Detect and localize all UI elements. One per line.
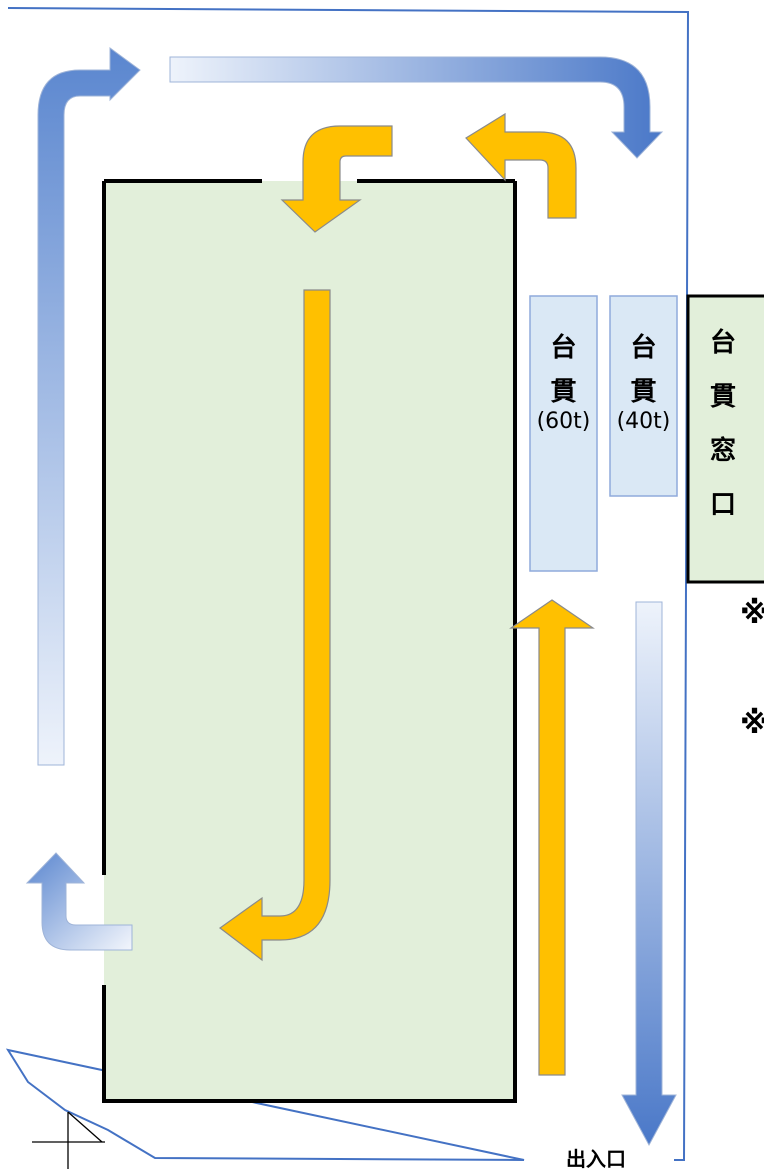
scale-window-char-1: 台	[709, 328, 736, 358]
scale-60t-char-2: 貫	[550, 377, 577, 407]
note-mark-2: ※	[740, 706, 764, 741]
scale-60t-capacity: (60t)	[536, 409, 591, 434]
scale-window-label: 台 貫 窓 口	[693, 330, 753, 518]
scale-60t-label: 台 貫 (60t)	[530, 335, 597, 433]
blue-arrow-exit-up	[25, 852, 133, 951]
scale-40t-char-1: 台	[630, 333, 657, 363]
orange-arrow-down-left	[218, 289, 331, 962]
site-boundary	[5, 7, 690, 1161]
scale-40t-capacity: (40t)	[616, 409, 671, 434]
blue-arrow-left-up-right	[37, 47, 141, 766]
orange-arrow-enter-building	[280, 125, 393, 233]
scale-60t	[529, 295, 598, 572]
scale-40t	[609, 295, 678, 497]
north-mark-icon	[32, 1111, 105, 1169]
building-walls	[102, 179, 517, 1103]
blue-arrows	[25, 47, 677, 1147]
scale-40t-label: 台 貫 (40t)	[610, 335, 677, 433]
orange-arrow-turn-left	[465, 112, 577, 219]
scale-window-char-4: 口	[709, 490, 736, 520]
scale-window-char-3: 窓	[709, 436, 736, 466]
entrance-label: 出入口	[566, 1147, 626, 1171]
blue-arrow-down-right-side	[621, 601, 677, 1147]
blue-arrow-top-right-down	[169, 56, 664, 159]
scale-60t-char-1: 台	[550, 333, 577, 363]
note-mark-1: ※	[740, 596, 764, 631]
scale-40t-char-2: 貫	[630, 377, 657, 407]
orange-arrow-up	[509, 599, 595, 1076]
orange-arrows	[218, 112, 595, 1076]
scale-window	[686, 294, 764, 584]
scale-window-char-2: 貫	[709, 382, 736, 412]
